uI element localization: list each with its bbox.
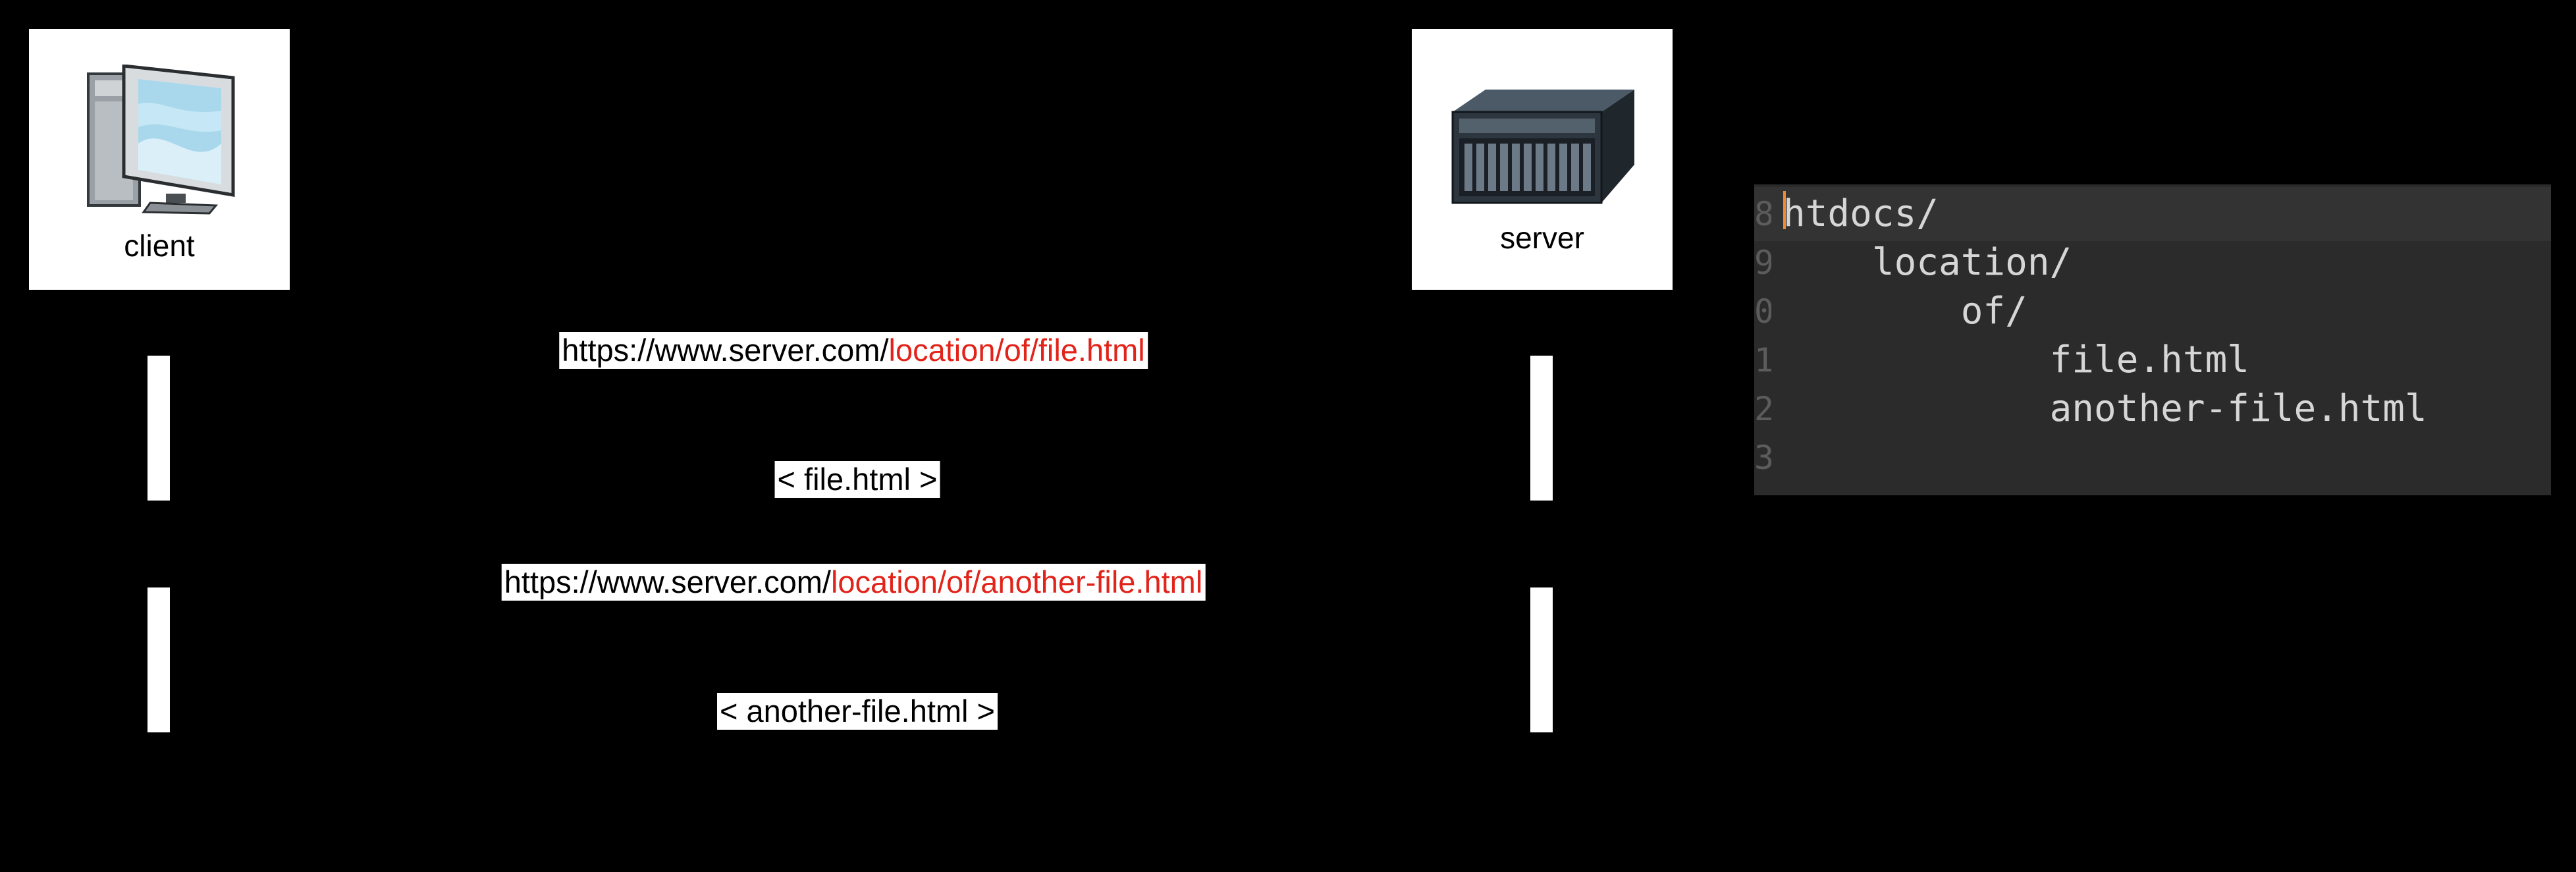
request-path: location/of/file.html [888,333,1145,368]
line-text: htdocs/ [1783,192,1939,235]
current-line-highlight [1754,187,2551,241]
line-number: 1 [1754,341,1771,379]
server-activation-bar-1 [1530,356,1553,501]
response-another-file: < another-file.html > [717,693,998,730]
editor-line: 0 of/ [1754,287,2551,336]
client-label: client [124,229,195,263]
request-host: https://www.server.com/ [504,564,831,599]
editor-line: 2 another-file.html [1754,385,2551,433]
response-file: < file.html > [774,461,940,498]
server-label: server [1500,221,1584,255]
request-url-file: https://www.server.com/location/of/file.… [559,332,1148,369]
text-cursor [1783,191,1786,229]
line-number: 2 [1754,390,1771,428]
line-text: of/ [1783,290,2027,333]
client-activation-bar-2 [148,587,170,732]
request-path: location/of/another-file.html [830,564,1203,599]
desktop-computer-icon [87,65,235,215]
line-text: file.html [1783,339,2250,381]
editor-line: 1 file.html [1754,336,2551,385]
client-activation-bar-1 [148,356,170,501]
server-actor: server [1412,29,1673,290]
line-text: another-file.html [1783,387,2427,430]
request-url-another-file: https://www.server.com/location/of/anoth… [501,564,1206,601]
response-text: < file.html > [777,462,938,497]
line-number: 3 [1754,439,1771,477]
line-number: 9 [1754,244,1771,282]
editor-line: 9 location/ [1754,238,2551,287]
rack-server-icon [1451,90,1634,204]
editor-line: 3 [1754,433,2551,482]
line-number: 8 [1754,195,1771,233]
line-text: location/ [1783,241,2072,284]
server-activation-bar-2 [1530,587,1553,732]
client-actor: client [29,29,290,290]
editor-line: 8 htdocs/ [1754,190,2551,238]
editor-panel: 8 htdocs/ 9 location/ 0 of/ 1 file.html 2… [1754,184,2551,495]
line-number: 0 [1754,292,1771,331]
response-text: < another-file.html > [720,694,995,728]
request-host: https://www.server.com/ [562,333,889,368]
